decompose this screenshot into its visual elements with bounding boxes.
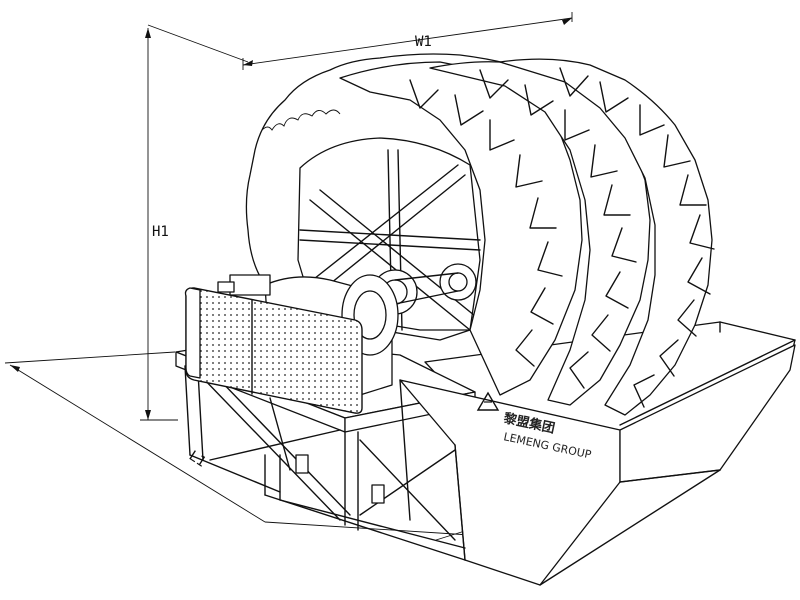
- belt-guard: [184, 287, 363, 414]
- dimension-label-h1: H1: [152, 224, 169, 240]
- dimension-h1: H1: [140, 24, 249, 421]
- dimension-w1: W1: [242, 12, 573, 70]
- bucket-wheel: [245, 53, 715, 416]
- dimension-label-w1: W1: [415, 34, 432, 50]
